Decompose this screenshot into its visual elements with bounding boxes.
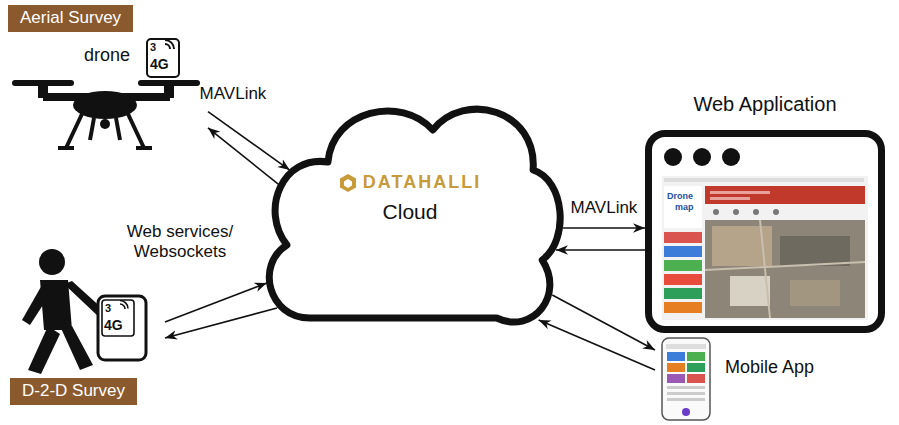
browser-contents bbox=[710, 191, 770, 194]
surveyor-node: D-2-D Survey bbox=[5, 240, 165, 410]
browser-contents bbox=[705, 220, 865, 318]
mobile-phone-illustration bbox=[662, 338, 710, 420]
person-illustration bbox=[40, 280, 72, 330]
cloud-node: DATAHALLI Cloud bbox=[255, 90, 565, 335]
browser-contents bbox=[664, 260, 702, 271]
brand-name: DATAHALLI bbox=[363, 172, 481, 193]
browser-contents bbox=[790, 280, 840, 306]
browser-contents bbox=[664, 302, 702, 313]
connector-label: Web services/ Websockets bbox=[112, 222, 248, 263]
window-heading: Web Application bbox=[693, 93, 836, 116]
browser-contents bbox=[664, 178, 864, 182]
mobile-phone-illustration bbox=[662, 338, 710, 420]
mobile-phone-illustration bbox=[687, 374, 705, 383]
network-icon-text: 3 bbox=[150, 42, 156, 53]
browser-contents bbox=[733, 209, 739, 215]
person-illustration bbox=[60, 326, 93, 370]
mobile-phone-illustration bbox=[667, 386, 705, 389]
browser-contents bbox=[705, 220, 865, 318]
mobile-phone-illustration bbox=[667, 352, 685, 361]
browser-contents bbox=[664, 148, 682, 166]
mobile-phone-illustration bbox=[667, 374, 685, 383]
phone-illustration bbox=[102, 300, 134, 336]
section-band: D-2-D Survey bbox=[10, 378, 137, 405]
drone-node: Aerial Survey drone bbox=[8, 5, 208, 153]
browser-contents bbox=[705, 186, 865, 204]
mobile-phone-illustration bbox=[687, 352, 705, 361]
person-illustration bbox=[28, 326, 60, 374]
brand-logo bbox=[339, 174, 357, 192]
network-icon-text: 4G bbox=[104, 318, 123, 332]
arrow-connector bbox=[556, 249, 645, 251]
brand-logo bbox=[340, 174, 356, 192]
app-logo-text: map bbox=[675, 203, 694, 212]
connector-label: MAVLink bbox=[566, 198, 642, 218]
browser-contents bbox=[753, 209, 759, 215]
cloud-outline bbox=[269, 109, 560, 322]
drone-illustration bbox=[100, 119, 110, 129]
arrow-connector bbox=[563, 227, 645, 229]
network-icon bbox=[165, 40, 174, 49]
section-band: Aerial Survey bbox=[8, 5, 133, 32]
person-illustration bbox=[22, 285, 50, 325]
network-icon-text: 3 bbox=[105, 303, 111, 314]
phone-illustration bbox=[98, 296, 146, 360]
drone-illustration bbox=[58, 114, 152, 148]
node-label: Mobile App bbox=[725, 357, 814, 378]
mobile-app-node: Mobile App bbox=[655, 335, 830, 423]
phone-illustration bbox=[120, 301, 128, 310]
browser-contents bbox=[664, 288, 702, 299]
app-logo-text: Drone bbox=[667, 192, 693, 201]
mobile-phone-illustration bbox=[666, 344, 706, 349]
mobile-phone-illustration bbox=[667, 363, 685, 372]
node-label: drone bbox=[84, 45, 130, 66]
person-illustration bbox=[39, 249, 65, 275]
arrow-connector bbox=[165, 283, 267, 322]
browser-contents bbox=[773, 209, 779, 215]
web-app-window: Web Application bbox=[645, 130, 885, 333]
browser-contents bbox=[664, 186, 702, 228]
browser-contents bbox=[693, 148, 711, 166]
mobile-phone-illustration bbox=[667, 392, 705, 395]
mobile-phone-illustration bbox=[687, 363, 705, 372]
cloud-label: Cloud bbox=[383, 200, 438, 224]
connector-label: MAVLink bbox=[188, 84, 278, 104]
network-icon bbox=[147, 39, 179, 77]
arrow-connector bbox=[208, 128, 279, 185]
phone-illustration bbox=[98, 296, 146, 360]
person-illustration bbox=[22, 249, 105, 374]
browser-contents bbox=[664, 232, 702, 243]
browser-contents bbox=[664, 274, 702, 285]
browser-contents bbox=[662, 148, 868, 320]
browser-contents bbox=[662, 176, 868, 320]
browser-contents bbox=[730, 276, 770, 306]
mobile-phone-illustration bbox=[682, 408, 690, 416]
browser-contents bbox=[713, 209, 719, 215]
arrow-connector bbox=[165, 308, 277, 338]
browser-contents bbox=[710, 197, 750, 200]
network-icon bbox=[147, 39, 179, 77]
browser-contents bbox=[664, 246, 702, 257]
browser-contents bbox=[780, 236, 850, 266]
drone-illustration bbox=[12, 80, 200, 148]
brand-logo bbox=[344, 179, 352, 188]
browser-contents bbox=[722, 148, 740, 166]
arrow-connector bbox=[539, 320, 655, 370]
network-icon-text: 4G bbox=[150, 57, 169, 71]
mobile-phone-illustration bbox=[667, 398, 705, 401]
arrow-connector bbox=[552, 295, 655, 350]
